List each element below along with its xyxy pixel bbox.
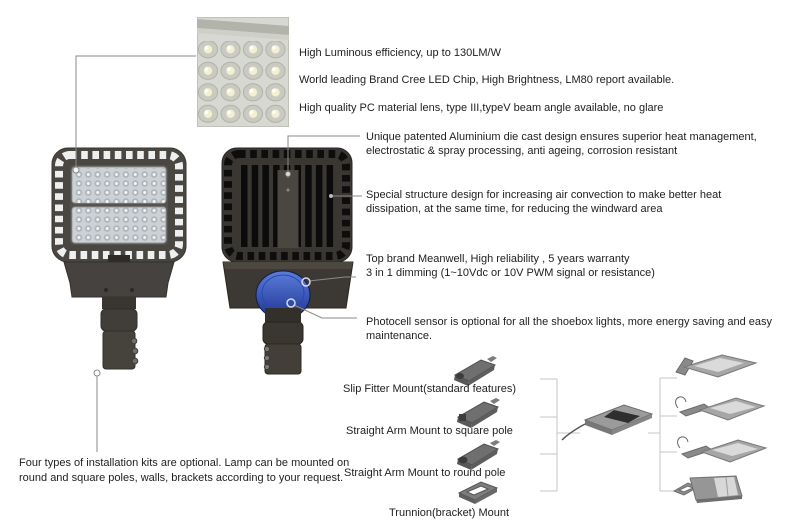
annotation-led-chip: World leading Brand Cree LED Chip, High … <box>299 74 675 86</box>
shoebox-light-back-view <box>221 147 354 375</box>
annotation-airflow: Special structure design for increasing … <box>366 189 722 215</box>
back-mounting-arm <box>262 308 304 375</box>
front-body <box>63 261 175 298</box>
back-heatsink <box>221 147 353 263</box>
annotation-driver: Top brand Meanwell, High reliability , 5… <box>366 252 806 280</box>
diagram-light-straight-arm-round <box>677 436 768 463</box>
mount-adapter-thumbnails <box>453 356 500 504</box>
straight-arm-round-adapter-icon <box>456 440 500 470</box>
slip-fitter-adapter-icon <box>453 356 497 386</box>
shoebox-light-front-view <box>51 147 187 370</box>
annotation-lens: High quality PC material lens, type III,… <box>299 102 664 114</box>
mount-label-slip-fitter: Slip Fitter Mount(standard features) <box>343 383 517 395</box>
mount-label-straight-arm-round: Straight Arm Mount to round pole <box>344 467 506 479</box>
straight-arm-square-adapter-icon <box>456 398 500 428</box>
led-chip-closeup-photo <box>197 17 289 127</box>
annotation-driver-line2: 3 in 1 dimming (1~10Vdc or 10V PWM signa… <box>366 267 655 279</box>
front-mounting-arm <box>100 297 139 370</box>
annotation-installation: Four types of installation kits are opti… <box>19 457 350 484</box>
trunnion-bracket-icon <box>457 481 499 504</box>
photocell-sensor <box>255 270 311 320</box>
front-head <box>51 147 187 264</box>
annotation-driver-line1: Top brand Meanwell, High reliability , 5… <box>366 253 630 265</box>
annotation-photocell: Photocell sensor is optional for all the… <box>366 316 773 342</box>
diagram-bracket-lines <box>540 377 677 492</box>
mount-label-straight-arm-square: Straight Arm Mount to square pole <box>346 425 513 437</box>
mounting-options-diagram <box>540 354 768 503</box>
diagram-center-light <box>561 404 654 441</box>
diagram-light-straight-arm-square <box>675 396 766 421</box>
annotation-housing: Unique patented Aluminium die cast desig… <box>366 131 757 157</box>
mount-label-trunnion: Trunnion(bracket) Mount <box>389 507 510 519</box>
diagram-light-slip-fitter <box>675 354 758 378</box>
diagram-light-trunnion <box>672 475 743 503</box>
annotation-luminous: High Luminous efficiency, up to 130LM/W <box>299 47 501 59</box>
